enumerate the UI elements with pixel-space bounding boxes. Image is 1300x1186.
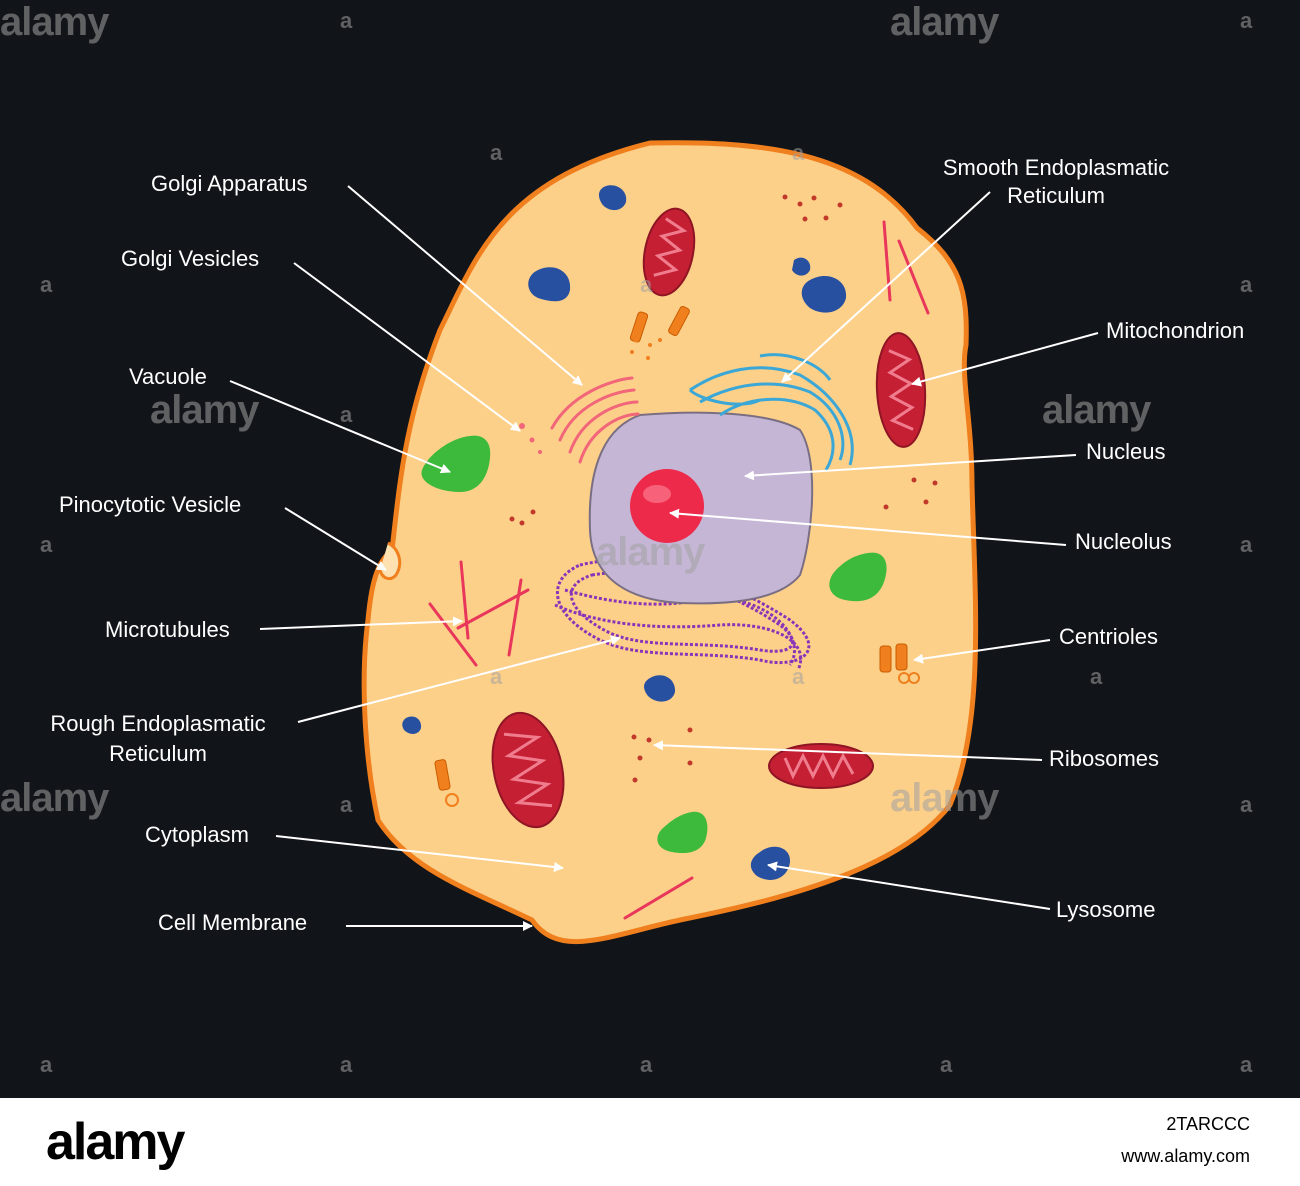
watermark: alamy [596,530,705,574]
leader-microtubules [259,616,463,630]
watermark: a [640,1052,653,1077]
label-nucleolus: Nucleolus [1075,529,1172,554]
label-smooth-er-line2: Reticulum [1007,183,1105,208]
leader-nucleolus [669,508,1067,546]
label-lysosome: Lysosome [1056,897,1156,922]
leader-mitochondrion [911,332,1099,387]
watermark: alamy [0,0,109,44]
leader-rough-er [297,635,621,723]
ribosome-dots [509,194,938,783]
footer-bar: alamy 2TARCCC www.alamy.com [0,1098,1300,1186]
golgi-apparatus-shape [550,376,640,464]
label-cell-membrane: Cell Membrane [158,910,308,935]
label-vacuole: Vacuole [129,364,207,389]
label-golgi-vesicles: Golgi Vesicles [121,246,260,271]
mitochondria-shapes [491,207,927,829]
watermark: a [640,272,653,297]
smooth-er-shape [688,353,854,471]
leader-golgi-apparatus [347,185,583,386]
label-mitochondrion: Mitochondrion [1106,318,1245,343]
leader-lines [229,185,1099,931]
watermark: a [1090,664,1103,689]
watermark: a [490,140,503,165]
watermark: a [1240,1052,1253,1077]
watermark: alamy [890,776,999,820]
label-cytoplasm: Cytoplasm [145,822,249,847]
watermark: a [340,402,353,427]
watermark: a [40,272,53,297]
watermark: alamy [150,388,259,432]
image-id: 2TARCCC [1166,1114,1250,1134]
watermark: a [1240,792,1253,817]
watermark: a [340,792,353,817]
watermark: alamy [890,0,999,44]
microtubule-shapes [428,220,930,920]
label-rough-er-line2: Reticulum [109,741,207,766]
watermark: a [940,1052,953,1077]
leader-ribosomes [653,740,1043,761]
watermark: a [792,140,805,165]
label-smooth-er: Smooth Endoplasmatic Reticulum [912,155,1200,209]
watermark: a [40,532,53,557]
watermark: alamy [1042,388,1151,432]
leader-cytoplasm [275,835,564,872]
cell-diagram [229,140,1099,945]
label-rough-er-line1: Rough Endoplasmatic [50,711,266,736]
watermark: a [1240,532,1253,557]
leader-golgi-vesicles [293,262,521,432]
label-golgi-apparatus: Golgi Apparatus [151,171,308,196]
leader-nucleus [744,454,1077,481]
watermark: a [340,1052,353,1077]
leader-lysosome [767,861,1051,910]
label-nucleus: Nucleus [1086,439,1166,464]
label-rough-er: Rough Endoplasmatic Reticulum [27,711,289,767]
watermark: a [40,1052,53,1077]
vacuole-shapes [421,435,887,854]
leader-smooth-er [781,191,991,383]
watermark: alamy [0,776,109,820]
leader-centrioles [913,639,1051,664]
watermark: a [490,664,503,689]
leader-vacuole [229,380,451,474]
nucleolus-highlight [643,485,671,503]
centriole-shapes [434,305,920,807]
label-microtubules: Microtubules [105,617,230,642]
leader-pinocytotic [284,507,387,571]
watermark: a [1240,272,1253,297]
lysosome-shapes [402,185,847,880]
watermark: a [792,664,805,689]
watermark: a [1240,8,1253,33]
site-url: www.alamy.com [1121,1146,1250,1166]
label-pinocytotic-vesicle: Pinocytotic Vesicle [59,492,242,517]
label-ribosomes: Ribosomes [1049,746,1160,771]
label-centrioles: Centrioles [1059,624,1159,649]
label-smooth-er-line1: Smooth Endoplasmatic [942,155,1170,180]
watermark: a [340,8,353,33]
brand-logo: alamy [46,1113,185,1171]
